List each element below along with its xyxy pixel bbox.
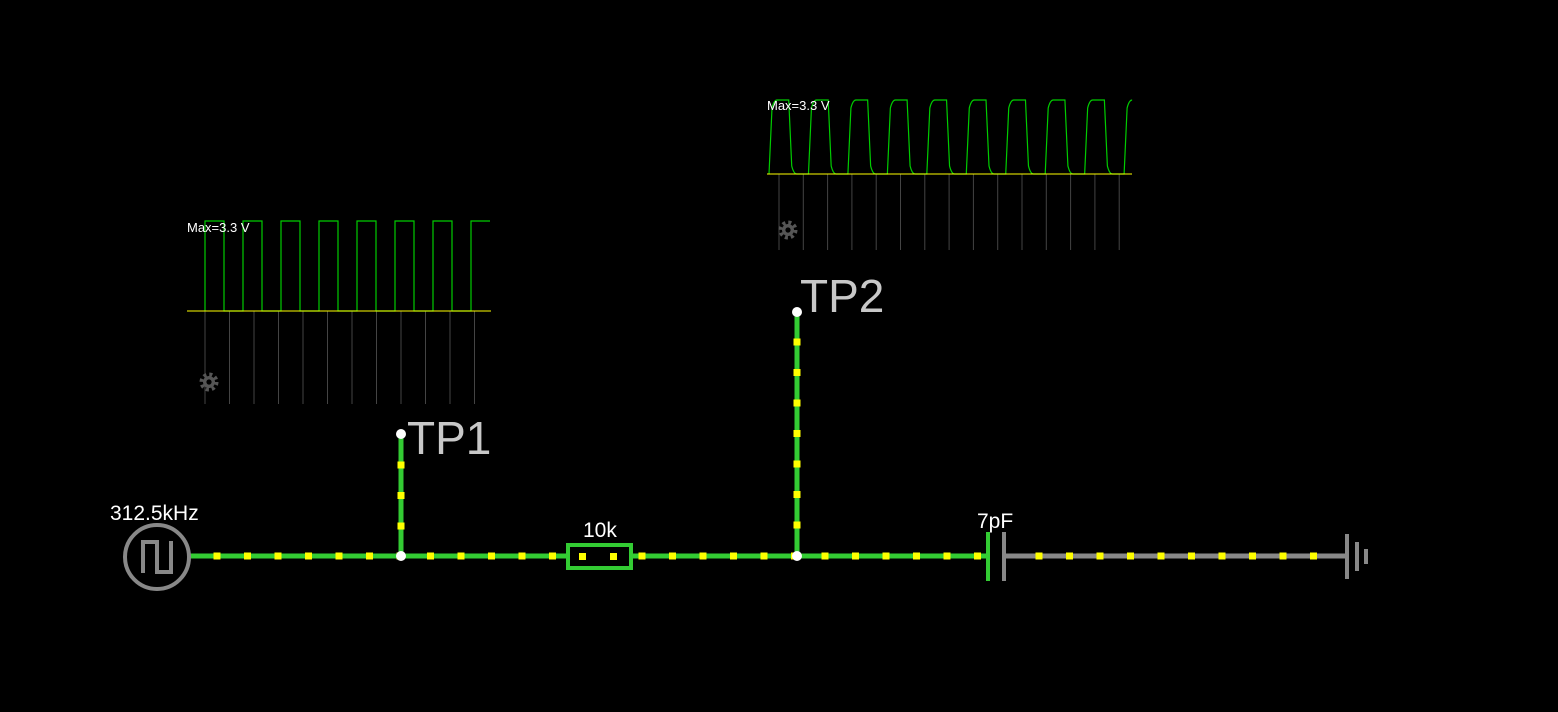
capacitor[interactable]	[986, 532, 1006, 581]
current-dot	[397, 492, 405, 499]
scope-grid	[204, 311, 475, 404]
current-dot	[913, 552, 920, 560]
probe-label-tp2: TP2	[800, 270, 884, 322]
current-dot	[1310, 552, 1317, 560]
scope-tp1[interactable]: Max=3.3 V	[187, 220, 491, 404]
capacitor-label: 7pF	[977, 510, 1013, 533]
gear-icon[interactable]	[199, 372, 219, 392]
gear-icon[interactable]	[778, 220, 798, 240]
current-dot	[760, 552, 768, 560]
current-dot	[1096, 552, 1104, 560]
current-dot	[793, 491, 801, 498]
current-dot	[397, 461, 405, 469]
node[interactable]	[396, 551, 406, 561]
current-dot	[793, 460, 801, 468]
wires	[190, 312, 1347, 559]
current-dot	[793, 521, 801, 529]
source-frequency-label: 312.5kHz	[110, 502, 199, 525]
current-dot	[335, 552, 343, 560]
nodes	[396, 307, 802, 561]
current-dot	[852, 552, 859, 560]
current-dot	[1127, 552, 1134, 560]
current-dot	[1249, 552, 1256, 560]
current-dot	[882, 552, 890, 560]
current-dot	[1188, 552, 1195, 560]
current-dot	[638, 552, 646, 560]
probe-node-tp2[interactable]	[792, 307, 802, 317]
current-dot	[1218, 552, 1226, 560]
scope-max-label: Max=3.3 V	[187, 220, 250, 235]
current-dot	[1279, 552, 1287, 560]
square-wave-source-icon[interactable]	[123, 523, 191, 591]
current-dot	[213, 552, 221, 560]
current-dot	[518, 552, 526, 560]
scope-max-label: Max=3.3 V	[767, 98, 830, 113]
resistor[interactable]	[566, 543, 633, 570]
node[interactable]	[792, 551, 802, 561]
current-dots	[213, 338, 1317, 560]
scope-grid	[778, 174, 1120, 250]
probe-label-tp1: TP1	[407, 412, 491, 464]
current-dot	[699, 552, 707, 560]
current-dot	[549, 552, 556, 560]
current-dot	[821, 552, 829, 560]
current-dot	[305, 552, 312, 560]
current-dot	[793, 399, 801, 407]
current-dot	[457, 552, 465, 560]
current-dot	[366, 552, 373, 560]
current-dot	[427, 552, 434, 560]
current-dot	[669, 552, 676, 560]
current-dot	[488, 552, 495, 560]
current-dot	[244, 552, 251, 560]
current-dot	[793, 338, 801, 346]
probe-node-tp1[interactable]	[396, 429, 406, 439]
current-dot	[274, 552, 282, 560]
ground-icon[interactable]	[1345, 534, 1368, 579]
current-dot	[1035, 552, 1043, 560]
current-dot	[1066, 552, 1073, 560]
current-dot	[397, 522, 405, 530]
current-dot	[793, 369, 801, 376]
current-dot	[1157, 552, 1165, 560]
resistor-label: 10k	[583, 519, 617, 542]
current-dot	[793, 430, 801, 437]
current-dot	[943, 552, 951, 560]
current-dot	[730, 552, 737, 560]
current-dot	[974, 552, 981, 560]
scope-tp2[interactable]: Max=3.3 V	[767, 98, 1133, 250]
